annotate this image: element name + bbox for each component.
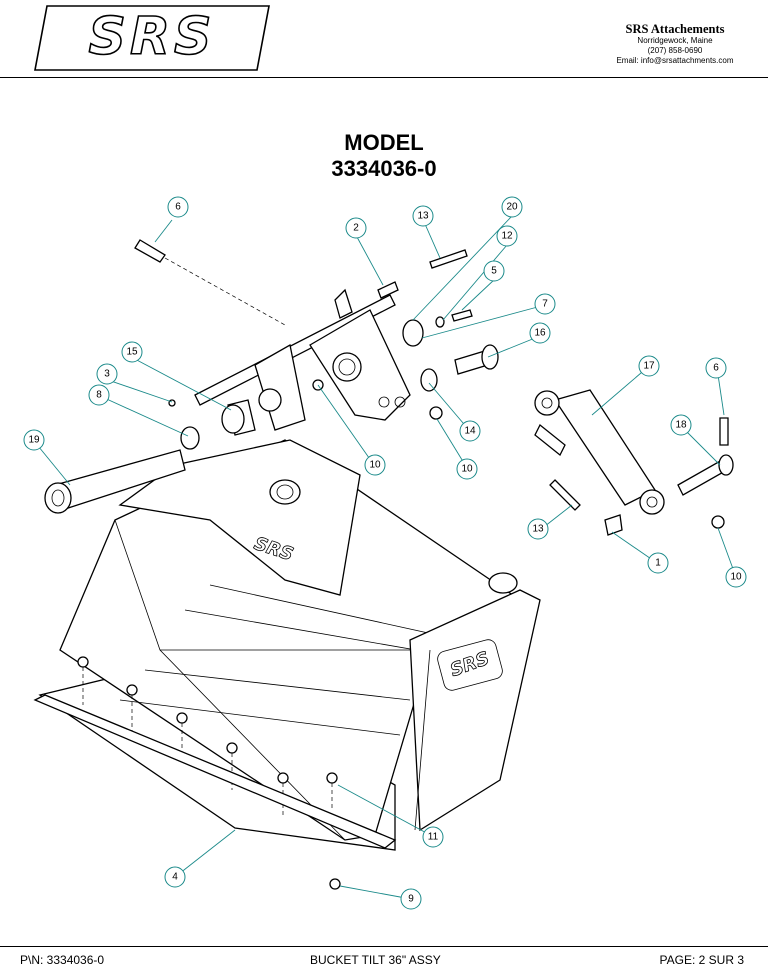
footer-part-number: P\N: 3334036-0 — [20, 953, 105, 967]
svg-text:9: 9 — [408, 894, 414, 905]
item-balloon-14: 14 — [459, 420, 481, 442]
hydraulic-cylinder — [534, 389, 665, 536]
model-label: MODEL — [344, 130, 424, 155]
svg-text:17: 17 — [643, 361, 655, 372]
footer-divider — [0, 946, 768, 947]
item-balloon-3: 3 — [96, 363, 118, 385]
company-phone: (207) 858-0690 — [647, 46, 703, 55]
svg-text:3: 3 — [104, 369, 110, 380]
svg-text:10: 10 — [461, 464, 473, 475]
item-balloon-19: 19 — [23, 429, 45, 451]
company-city: Norridgewock, Maine — [637, 36, 713, 45]
exploded-assembly-drawing: SRS SRS — [23, 196, 747, 910]
item-balloon-10-center: 10 — [364, 454, 386, 476]
cylinder-hardware — [677, 417, 734, 529]
svg-text:15: 15 — [126, 347, 138, 358]
svg-text:12: 12 — [501, 231, 513, 242]
svg-text:13: 13 — [417, 211, 429, 222]
svg-text:8: 8 — [96, 390, 102, 401]
item-balloon-16: 16 — [529, 322, 551, 344]
svg-text:13: 13 — [532, 524, 544, 535]
item-balloon-18: 18 — [670, 414, 692, 436]
item-balloon-7: 7 — [534, 293, 556, 315]
item-balloon-5: 5 — [483, 260, 505, 282]
company-name: SRS Attachements — [625, 22, 725, 36]
header-divider — [0, 77, 768, 78]
svg-text:11: 11 — [428, 832, 439, 843]
svg-text:6: 6 — [175, 202, 181, 213]
item-balloon-10-right: 10 — [725, 566, 747, 588]
svg-text:16: 16 — [534, 328, 546, 339]
svg-text:SRS: SRS — [89, 7, 216, 67]
srs-logo: SRS — [34, 5, 270, 71]
svg-text:18: 18 — [675, 420, 687, 431]
item-balloon-20: 20 — [501, 196, 523, 218]
tilt-frame — [194, 288, 411, 431]
svg-text:7: 7 — [542, 299, 548, 310]
item-balloon-10-mid: 10 — [456, 458, 478, 480]
company-info: SRS Attachements Norridgewock, Maine (20… — [600, 22, 750, 66]
floor-nuts — [77, 656, 338, 815]
svg-text:1: 1 — [655, 558, 661, 569]
item-balloon-13-top: 13 — [412, 205, 434, 227]
item-balloon-17: 17 — [638, 355, 660, 377]
item-balloon-8: 8 — [88, 384, 110, 406]
item-balloon-9: 9 — [400, 888, 422, 910]
item-balloon-11: 11 — [422, 826, 444, 848]
leader-lines — [33, 215, 737, 900]
item-balloon-4: 4 — [164, 866, 186, 888]
item-balloon-6-top: 6 — [167, 196, 189, 218]
header: SRS SRS Attachements Norridgewock, Maine… — [0, 0, 768, 78]
svg-text:6: 6 — [713, 363, 719, 374]
svg-text:4: 4 — [172, 872, 178, 883]
svg-text:2: 2 — [353, 223, 359, 234]
svg-text:10: 10 — [369, 460, 381, 471]
pivot-pin — [44, 449, 186, 514]
company-email: Email: info@srsattachments.com — [616, 56, 734, 65]
item-balloon-2: 2 — [345, 217, 367, 239]
item-balloon-12: 12 — [496, 225, 518, 247]
item-balloon-6-right: 6 — [705, 357, 727, 379]
svg-text:19: 19 — [28, 435, 40, 446]
item-balloon-13-bottom: 13 — [527, 518, 549, 540]
model-number: 3334036-0 — [331, 156, 437, 181]
bucket-body: SRS SRS — [33, 439, 541, 890]
footer-page: PAGE: 2 SUR 3 — [659, 953, 744, 967]
footer-description: BUCKET TILT 36" ASSY — [310, 953, 441, 967]
bolt-top — [134, 239, 286, 326]
bushing — [168, 399, 256, 450]
svg-text:20: 20 — [506, 202, 518, 213]
item-balloon-1: 1 — [647, 552, 669, 574]
svg-text:5: 5 — [491, 266, 497, 277]
small-hardware — [312, 249, 499, 420]
svg-text:14: 14 — [464, 426, 476, 437]
item-balloon-15: 15 — [121, 341, 143, 363]
svg-text:10: 10 — [730, 572, 742, 583]
